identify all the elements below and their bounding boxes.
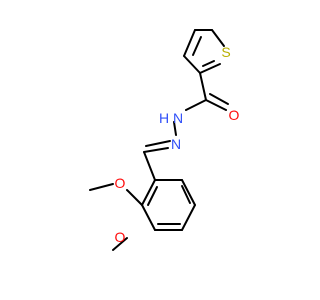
- bond: [183, 29, 196, 57]
- bond: [145, 230, 155, 245]
- bond: [202, 60, 215, 67]
- bond: [141, 204, 156, 231]
- bond: [181, 179, 196, 206]
- bond: [192, 36, 202, 56]
- bond: [181, 204, 196, 231]
- atom-methoxy-oxygen-1: O: [115, 175, 126, 191]
- bonds: [89, 29, 229, 251]
- atom-imine-nitrogen: N: [171, 136, 181, 152]
- atom-carbonyl-oxygen: O: [229, 107, 240, 123]
- bond: [143, 151, 156, 181]
- atom-sulfur: S: [221, 44, 230, 60]
- bond: [89, 183, 114, 191]
- bond: [183, 55, 201, 74]
- bond: [211, 29, 225, 47]
- bond: [181, 185, 191, 204]
- bond: [185, 99, 207, 111]
- bond: [126, 189, 143, 206]
- bond: [141, 179, 156, 206]
- bond: [205, 99, 227, 111]
- atom-amide-hydrogen: H: [159, 110, 169, 126]
- molecule-diagram: S O N H N O O: [89, 29, 240, 251]
- atom-amide-nitrogen: N: [173, 110, 183, 126]
- bond: [199, 63, 221, 74]
- bond: [145, 140, 171, 147]
- bond: [143, 147, 169, 153]
- bond: [147, 186, 158, 206]
- bond: [199, 72, 207, 101]
- bond: [112, 237, 128, 251]
- bond: [128, 205, 142, 230]
- bond: [173, 121, 177, 136]
- bond: [209, 93, 229, 105]
- atom-methoxy-oxygen-2: O: [115, 229, 126, 245]
